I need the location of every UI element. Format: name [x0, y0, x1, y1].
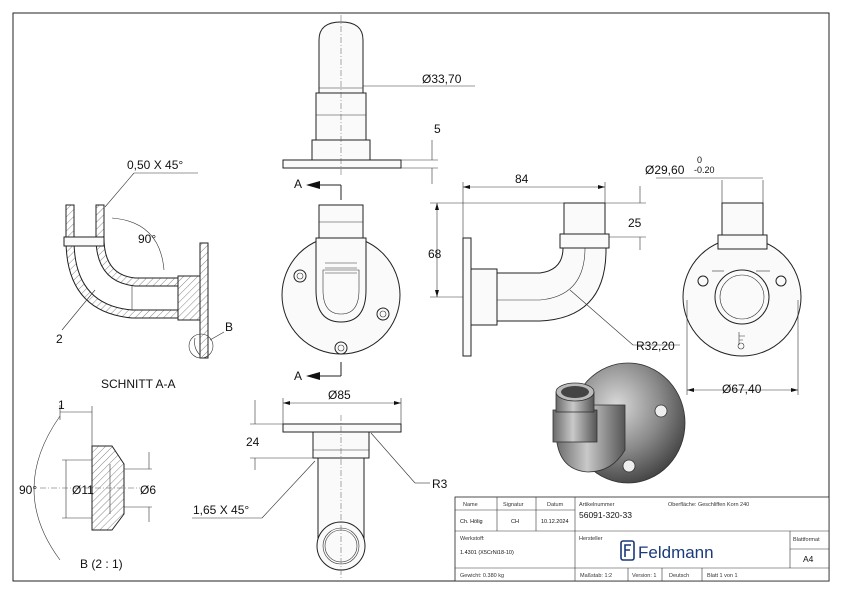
- tb-blattformat-value: A4: [803, 554, 814, 564]
- dim-flange-thickness: 5: [401, 122, 441, 184]
- dim-depth-25-text: 25: [628, 216, 642, 230]
- dim-chamfer-small-text: 0,50 X 45°: [127, 158, 183, 172]
- section-a-bottom-label: A: [294, 369, 302, 383]
- dim-flange-diameter-top-text: Ø85: [328, 388, 351, 402]
- tb-werkstoff-header: Werkstoff:: [460, 536, 485, 542]
- tb-datum-value: 10.12.2024: [541, 519, 569, 525]
- dim-flange-diameter-side-text: Ø67,40: [722, 382, 762, 396]
- dim-outlet-diameter: Ø29,60 0 -0.20: [645, 155, 764, 203]
- dim-height-24-text: 24: [246, 435, 260, 449]
- dim-tube-diameter-text: Ø33,70: [422, 72, 462, 86]
- section-marker-a-top: A: [294, 177, 342, 200]
- tb-artikel-header: Artikelnummer: [579, 502, 615, 508]
- drawing-border: [12, 12, 830, 582]
- dim-flange-diameter-side: Ø67,40: [686, 300, 799, 396]
- tb-gewicht: Gewicht: 0.380 kg: [460, 573, 504, 579]
- tb-brand: Feldmann: [638, 543, 714, 562]
- section-marker-a-bottom: A: [294, 362, 342, 383]
- detail-b-marker-label: B: [225, 320, 233, 334]
- dim-angle-90-text: 90°: [138, 232, 156, 246]
- dim-flange-thickness-text: 5: [434, 122, 441, 136]
- detail-b-view: [33, 405, 152, 561]
- detail-angle-text: 90°: [19, 483, 37, 497]
- tb-signatur-header: Signatur: [503, 502, 524, 508]
- dim-angle-90: 90°: [111, 217, 165, 271]
- section-a-top-label: A: [294, 177, 302, 191]
- dim-height-24: 24: [246, 400, 313, 470]
- tb-oberflaeche: Oberfläche: Geschliffen Korn 240: [668, 502, 749, 508]
- dim-height-68: 68: [428, 202, 564, 298]
- dim-width-84: 84: [462, 172, 606, 238]
- dim-height-68-text: 68: [428, 247, 442, 261]
- dim-fillet-r3: R3: [370, 432, 448, 491]
- dim-chamfer-large: 1,65 X 45°: [192, 460, 316, 519]
- dim-chamfer-small: 0,50 X 45°: [104, 158, 198, 208]
- tb-name-header: Name: [463, 502, 478, 508]
- section-title: SCHNITT A-A: [101, 377, 175, 391]
- detail-d6-text: Ø6: [140, 483, 156, 497]
- dim-outlet-tol-upper: 0: [697, 155, 702, 165]
- feldmann-logo-icon: [620, 540, 635, 561]
- side-elevation-view: [462, 202, 610, 357]
- detail-b-marker: B: [209, 320, 233, 341]
- dim-bend-radius-text: R32,20: [636, 339, 675, 353]
- tb-blattformat-header: Blattformat: [793, 537, 820, 543]
- dim-bend-radius: R32,20: [569, 289, 680, 353]
- detail-title: B (2 : 1): [80, 557, 123, 571]
- dim-tube-diameter: Ø33,70: [363, 72, 475, 87]
- dim-label-2-text: 2: [56, 332, 63, 346]
- dim-fillet-r3-text: R3: [432, 477, 448, 491]
- detail-label-1: 1: [58, 398, 65, 412]
- tb-hersteller-header: Hersteller: [579, 536, 603, 542]
- dim-depth-25: 25: [605, 186, 646, 250]
- detail-d11-text: Ø11: [72, 483, 94, 497]
- section-a-a-view: [63, 204, 214, 359]
- tb-datum-header: Datum: [547, 502, 564, 508]
- dim-width-84-text: 84: [515, 172, 529, 186]
- top-elevation-view: [282, 15, 402, 175]
- tb-name-value: Ch. Hölig: [460, 519, 483, 525]
- isometric-render: [552, 362, 686, 484]
- tb-artikel-value: 56091-320-33: [579, 510, 632, 520]
- right-view-flange: [682, 202, 802, 357]
- dim-outlet-tol-lower: -0.20: [694, 165, 715, 175]
- tb-version: Version: 1: [632, 573, 656, 579]
- dim-outlet-diameter-text: Ø29,60: [645, 163, 685, 177]
- tb-blatt: Blatt 1 von 1: [707, 573, 738, 579]
- dim-flange-diameter-top: Ø85: [282, 388, 402, 424]
- bottom-plan-view: [282, 415, 402, 578]
- tb-massstab: Maßstab: 1:2: [580, 573, 612, 579]
- dim-label-2: 2: [56, 289, 96, 346]
- tb-sprache: Deutsch: [669, 573, 689, 579]
- front-view-flange: [281, 204, 401, 355]
- tb-werkstoff-value: 1.4301 (X5CrNi18-10): [460, 550, 514, 556]
- title-block: [454, 496, 830, 582]
- dim-chamfer-large-text: 1,65 X 45°: [193, 503, 249, 517]
- tb-signatur-value: CH: [511, 519, 519, 525]
